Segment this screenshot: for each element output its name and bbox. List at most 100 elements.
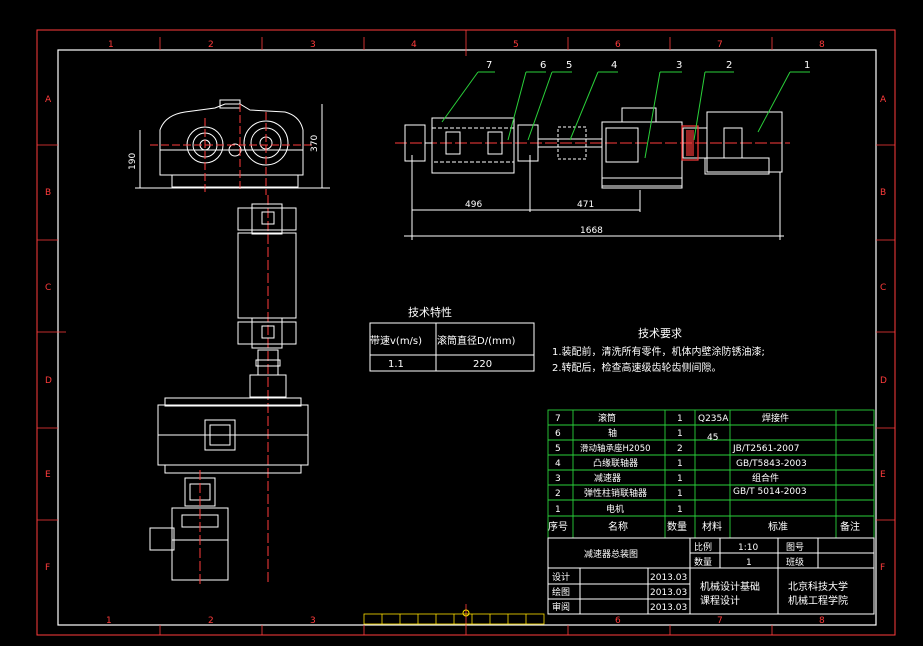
drawing-name: 减速器总装图 bbox=[584, 548, 638, 560]
qty-label: 数量 bbox=[694, 556, 712, 568]
class-label: 班级 bbox=[786, 556, 804, 568]
col-label-bottom: 6 bbox=[615, 616, 621, 626]
course-line2: 课程设计 bbox=[700, 594, 740, 607]
tech-features-table bbox=[369, 322, 535, 372]
part-no: 2 bbox=[555, 489, 561, 499]
part-no: 1 bbox=[555, 505, 561, 515]
row-label-right: E bbox=[880, 470, 886, 480]
front-view-horizontal bbox=[395, 107, 790, 240]
part-qty: 1 bbox=[677, 474, 683, 484]
part-standard: GB/T5843-2003 bbox=[736, 459, 807, 469]
part-name: 减速器 bbox=[594, 472, 621, 484]
balloon-4: 4 bbox=[611, 60, 617, 71]
title-block-grid bbox=[547, 537, 875, 615]
dim-1668: 1668 bbox=[580, 226, 603, 236]
part-name: 凸缘联轴器 bbox=[593, 457, 638, 469]
tech-features-col1-value: 1.1 bbox=[388, 359, 404, 370]
row-label-right: D bbox=[880, 376, 887, 386]
col-label-top: 2 bbox=[208, 40, 214, 50]
header-standard: 标准 bbox=[768, 521, 788, 533]
scale-value: 1:10 bbox=[738, 543, 758, 553]
balloon-labels: 7 6 5 4 3 2 1 bbox=[486, 60, 810, 71]
title-block-text: 减速器总装图 比例 1:10 图号 数量 1 班级 设计 绘图 审阅 2013.… bbox=[552, 541, 848, 613]
part-name: 电机 bbox=[606, 503, 624, 515]
part-material: Q235A bbox=[698, 414, 729, 424]
date-design: 2013.03 bbox=[650, 573, 687, 583]
top-view-vertical bbox=[149, 195, 309, 585]
balloon-7: 7 bbox=[486, 60, 492, 71]
header-material: 材料 bbox=[702, 520, 722, 533]
col-label-top: 7 bbox=[717, 40, 723, 50]
course-line1: 机械设计基础 bbox=[700, 580, 760, 593]
part-standard: JB/T2561-2007 bbox=[732, 444, 799, 454]
part-no: 6 bbox=[555, 429, 561, 439]
dim-496: 496 bbox=[465, 200, 482, 210]
review-label: 审阅 bbox=[552, 601, 570, 613]
col-label-bottom: 7 bbox=[717, 616, 723, 626]
dim-471: 471 bbox=[577, 200, 594, 210]
balloon-5: 5 bbox=[566, 60, 572, 71]
row-label-right: B bbox=[880, 188, 886, 198]
part-no: 3 bbox=[555, 474, 561, 484]
row-label-right: C bbox=[880, 283, 886, 293]
row-label-left: F bbox=[45, 563, 50, 573]
balloon-1: 1 bbox=[804, 60, 810, 71]
row-label-left: C bbox=[45, 283, 51, 293]
parts-list-rows: 7 滚筒 1 Q235A 焊接件 6 轴 1 45 5 滑动轴承座H2050 2… bbox=[555, 412, 807, 515]
part-qty: 1 bbox=[677, 459, 683, 469]
col-label-bottom: 3 bbox=[310, 616, 316, 626]
gearbox-side-view bbox=[135, 99, 330, 195]
tech-features-title: 技术特性 bbox=[408, 305, 452, 319]
balloon-leaders bbox=[441, 71, 810, 159]
sheet-label: 图号 bbox=[786, 542, 804, 553]
col-label-top: 5 bbox=[513, 40, 519, 50]
parts-list-grid bbox=[547, 409, 875, 539]
balloon-6: 6 bbox=[540, 60, 546, 71]
part-name: 轴 bbox=[608, 427, 617, 439]
design-label: 设计 bbox=[552, 571, 570, 583]
col-label-top: 1 bbox=[108, 40, 114, 50]
tech-features-col2-header: 滚筒直径D/(mm) bbox=[437, 334, 515, 347]
drawing-frame bbox=[36, 29, 896, 636]
drawing-label: 绘图 bbox=[552, 586, 570, 598]
tech-requirements-line1: 1.装配前，清洗所有零件，机体内壁涂防锈油漆; bbox=[552, 345, 765, 358]
col-label-top: 8 bbox=[819, 40, 825, 50]
header-name: 名称 bbox=[608, 520, 628, 533]
zone-labels: 1 2 3 4 5 6 7 8 1 2 3 6 7 8 A B C D E F … bbox=[45, 40, 887, 626]
col-label-top: 3 bbox=[310, 40, 316, 50]
part-qty: 1 bbox=[677, 489, 683, 499]
part-standard: 组合件 bbox=[752, 472, 779, 484]
part-name: 弹性柱销联轴器 bbox=[584, 487, 647, 499]
row-label-right: F bbox=[880, 563, 885, 573]
part-no: 5 bbox=[555, 444, 561, 454]
part-qty: 1 bbox=[677, 429, 683, 439]
balloon-3: 3 bbox=[676, 60, 682, 71]
part-qty: 1 bbox=[677, 505, 683, 515]
parts-list-header: 序号 名称 数量 材料 标准 备注 bbox=[548, 520, 860, 533]
header-no: 序号 bbox=[548, 520, 568, 533]
header-remark: 备注 bbox=[840, 520, 860, 533]
part-name: 滚筒 bbox=[598, 412, 616, 424]
school-line1: 北京科技大学 bbox=[788, 580, 848, 593]
row-label-left: E bbox=[45, 470, 51, 480]
scale-label: 比例 bbox=[694, 541, 712, 553]
part-qty: 1 bbox=[677, 414, 683, 424]
part-no: 7 bbox=[555, 414, 561, 424]
part-qty: 2 bbox=[677, 444, 683, 454]
col-label-top: 4 bbox=[411, 40, 417, 50]
tech-requirements-line2: 2.转配后，检查高速级齿轮齿侧间隙。 bbox=[552, 361, 722, 374]
part-name: 滑动轴承座H2050 bbox=[580, 443, 651, 454]
col-label-bottom: 2 bbox=[208, 616, 214, 626]
part-standard: 焊接件 bbox=[762, 412, 789, 424]
tech-requirements-title: 技术要求 bbox=[638, 327, 682, 340]
row-label-left: A bbox=[45, 95, 52, 105]
dim-190: 190 bbox=[128, 153, 138, 170]
school-line2: 机械工程学院 bbox=[788, 594, 848, 607]
part-material: 45 bbox=[707, 433, 718, 443]
row-label-right: A bbox=[880, 95, 887, 105]
date-drawing: 2013.03 bbox=[650, 588, 687, 598]
header-qty: 数量 bbox=[667, 520, 687, 533]
date-review: 2013.03 bbox=[650, 603, 687, 613]
row-label-left: B bbox=[45, 188, 51, 198]
